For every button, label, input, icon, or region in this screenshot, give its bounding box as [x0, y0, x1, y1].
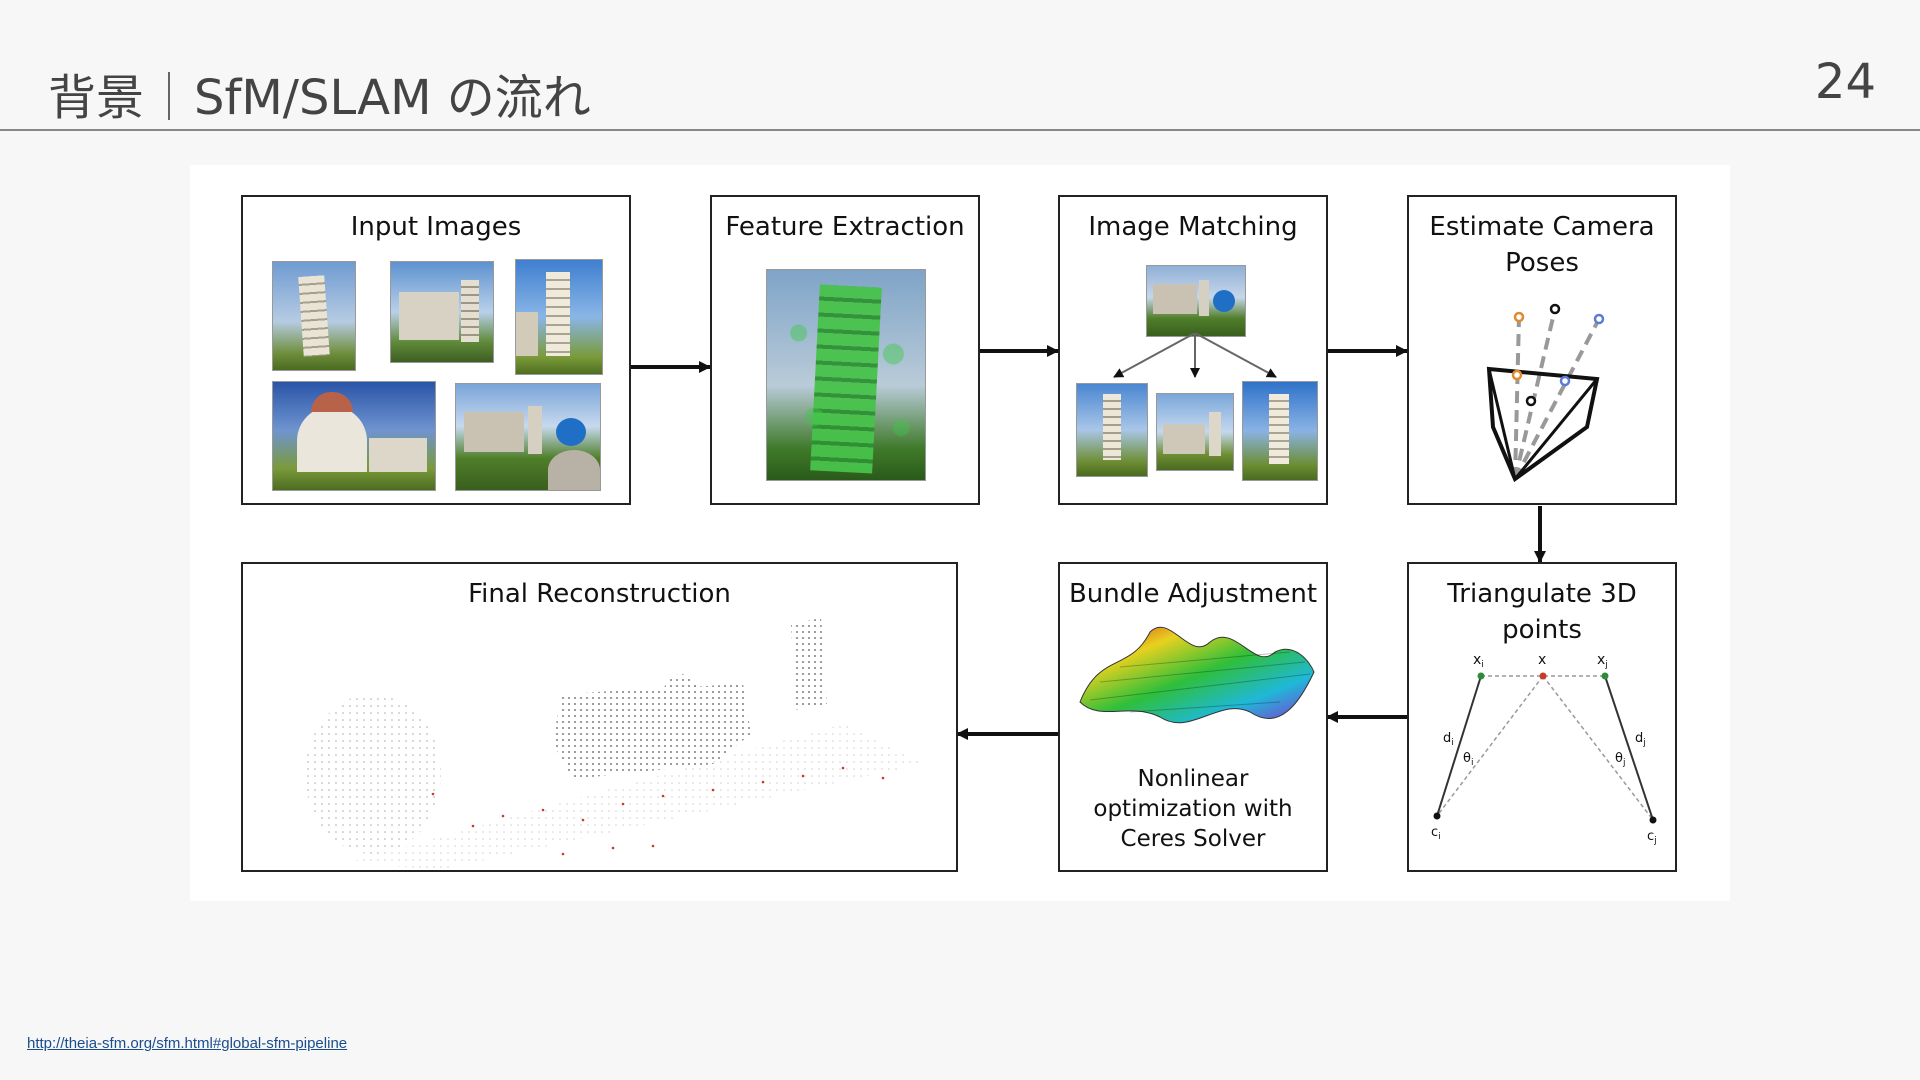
estimate-poses-box: Estimate Camera Poses [1407, 195, 1677, 505]
estimate-poses-title-line1: Estimate Camera [1429, 212, 1655, 242]
camera-point-6 [1525, 395, 1537, 407]
tower-photo-1 [272, 261, 356, 371]
error-surface-plot [1079, 626, 1315, 724]
label-cj: cj [1647, 829, 1657, 846]
cathedral-cloud [553, 684, 751, 779]
label-x: x [1538, 652, 1546, 668]
triangulation-diagram: xi x xj di θi dj θj ci cj [1431, 652, 1657, 846]
label-di: di [1443, 731, 1454, 748]
ci-point [1433, 812, 1441, 820]
title-separator [168, 72, 171, 120]
input-images-title: Input Images [350, 212, 522, 242]
matching-fanout-arrows [1113, 333, 1277, 378]
image-matching-title: Image Matching [1088, 212, 1298, 242]
final-reconstruction-title: Final Reconstruction [468, 579, 731, 609]
point-cloud-reconstruction [305, 618, 923, 869]
bundle-caption: Nonlinear optimization with Ceres Solver [1060, 764, 1326, 854]
matching-photo-3 [1242, 381, 1318, 481]
label-xi: xi [1473, 652, 1484, 670]
camera-point-4 [1511, 369, 1523, 381]
final-reconstruction-box: Final Reconstruction [241, 562, 958, 872]
tower-photo-2 [515, 259, 603, 375]
matching-photo-2 [1156, 393, 1234, 471]
cathedral-statue-photo [455, 383, 601, 491]
matching-query-photo [1146, 265, 1246, 337]
cj-point [1649, 816, 1657, 824]
camera-poses-sketch [1486, 303, 1605, 483]
feature-tower-photo [766, 269, 926, 481]
image-matching-box: Image Matching [1058, 195, 1328, 505]
camera-point-3 [1593, 313, 1605, 325]
label-xj: xj [1597, 652, 1608, 670]
baptistery-photo [272, 381, 436, 491]
camera-point-2 [1549, 303, 1561, 315]
tower-cloud [791, 618, 827, 710]
x-point [1539, 672, 1547, 680]
bundle-caption-line3: Ceres Solver [1120, 826, 1266, 852]
label-theta-i: θi [1463, 751, 1473, 768]
xi-point [1477, 672, 1485, 680]
estimate-poses-title-line2: Poses [1505, 248, 1579, 278]
title-divider [0, 129, 1920, 131]
xj-point [1601, 672, 1609, 680]
label-theta-j: θj [1615, 751, 1625, 768]
matching-photo-1 [1076, 383, 1148, 477]
source-link[interactable]: http://theia-sfm.org/sfm.html#global-sfm… [27, 1035, 348, 1052]
page-number: 24 [1814, 54, 1876, 110]
triangulate-title-line1: Triangulate 3D [1447, 579, 1637, 609]
bundle-caption-line1: Nonlinear [1137, 766, 1249, 792]
page-title: 背景 SfM/SLAM の流れ [48, 58, 591, 128]
camera-point-1 [1513, 311, 1525, 323]
bundle-adjustment-box: Bundle Adjustment Nonlinear optimization… [1058, 562, 1328, 872]
title-main: SfM/SLAM の流れ [194, 70, 591, 126]
label-ci: ci [1431, 825, 1441, 842]
title-prefix: 背景 [48, 70, 145, 126]
estimate-poses-title: Estimate Camera Poses [1409, 209, 1675, 281]
pipeline-arrows [630, 345, 1546, 740]
sfm-pipeline-figure: Input Images Feature Extraction [190, 165, 1730, 901]
triangulate-box: Triangulate 3D points xi x xj di θi dj θ… [1407, 562, 1677, 872]
bundle-caption-line2: optimization with [1093, 796, 1293, 822]
feature-extraction-box: Feature Extraction [710, 195, 980, 505]
input-images-box: Input Images [241, 195, 631, 505]
bundle-adjustment-title: Bundle Adjustment [1068, 579, 1318, 609]
cathedral-tower-photo [390, 261, 494, 363]
baptistery-cloud [305, 694, 441, 854]
camera-point-5 [1559, 375, 1571, 387]
label-dj: dj [1635, 731, 1646, 748]
triangulate-title-line2: points [1502, 615, 1582, 645]
triangulate-title: Triangulate 3D points [1409, 576, 1675, 648]
feature-extraction-title: Feature Extraction [725, 212, 965, 242]
